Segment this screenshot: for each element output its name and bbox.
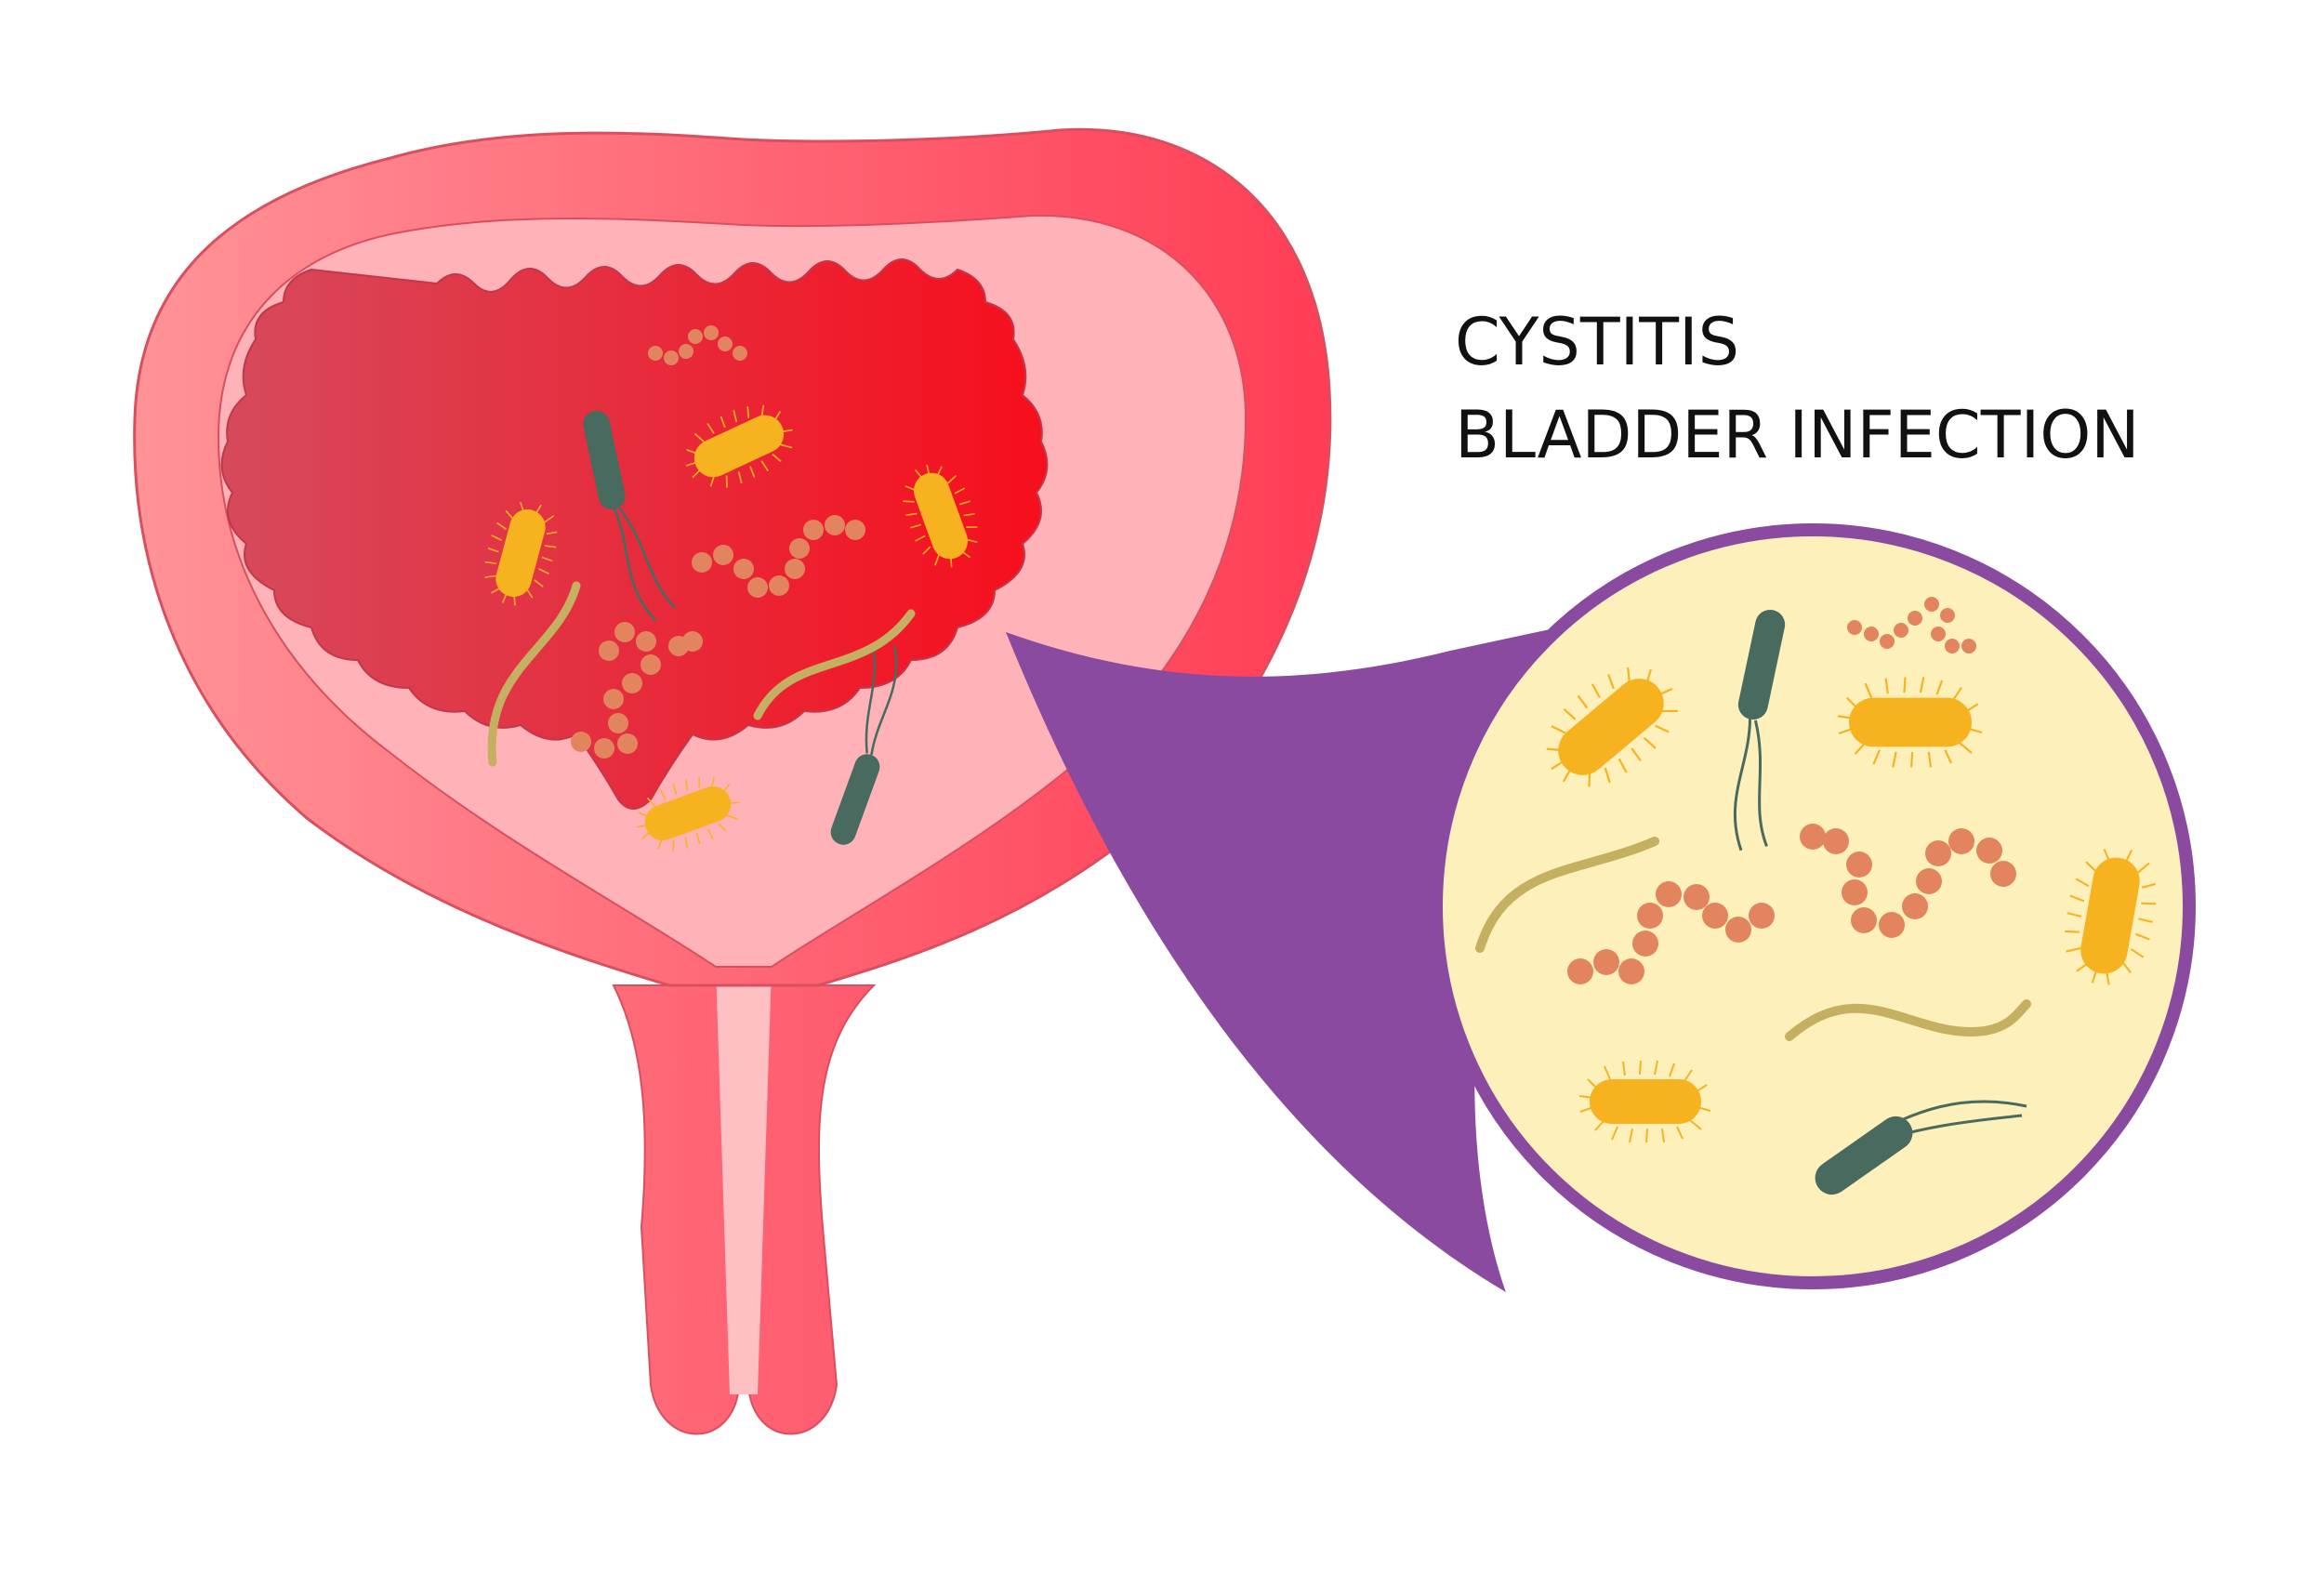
magnifier-cone (1006, 623, 1580, 1292)
title-line-2: BLADDER INFECTION (1455, 397, 2140, 473)
spirochete (753, 609, 916, 720)
magnifier (1006, 523, 2196, 1292)
cocci-chain (1567, 881, 1775, 984)
bladder (133, 127, 1332, 1435)
cocci-chain (571, 622, 703, 759)
magnifier-lens (1430, 523, 2196, 1289)
urethra-lumen (716, 967, 772, 1394)
cocci-chain (648, 325, 747, 365)
spirochete (1475, 837, 1659, 953)
spirochete (487, 581, 581, 767)
cocci-chain (1800, 824, 2016, 938)
cocci-chain (692, 515, 865, 598)
urethra-outer (612, 984, 877, 1435)
magnified-bacteria (1475, 597, 2166, 1195)
cocci-chain (1847, 597, 1976, 653)
title-line-1: CYSTITIS (1455, 304, 1739, 380)
bladder-bacteria (474, 325, 991, 864)
spirochete (1785, 999, 2031, 1041)
